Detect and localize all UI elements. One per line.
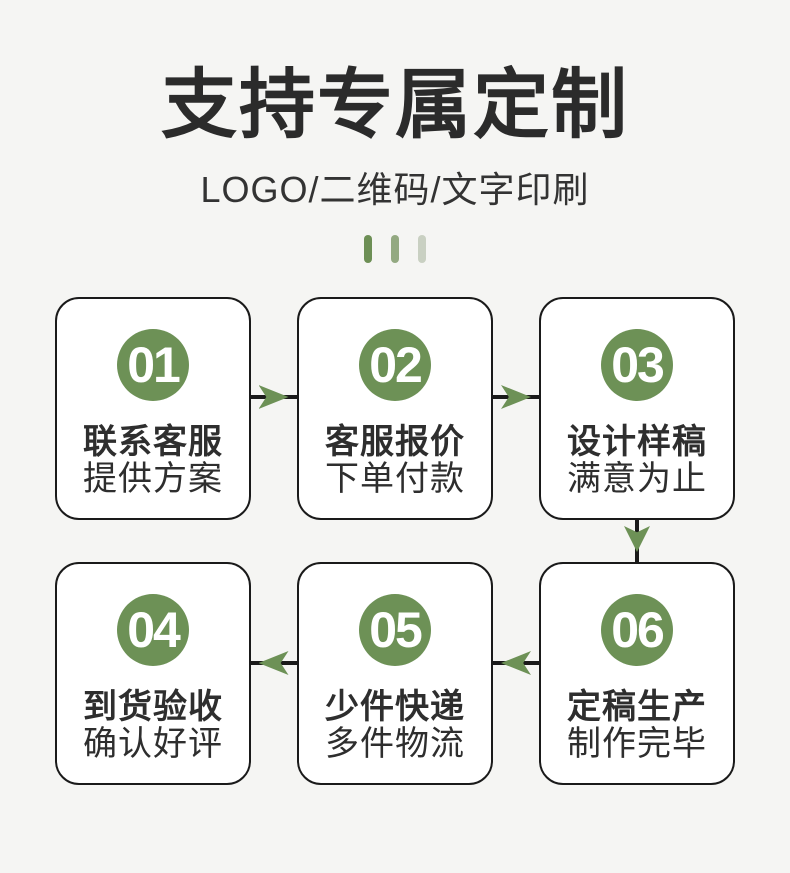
decor-bars <box>0 235 790 263</box>
step-line2: 提供方案 <box>83 460 223 498</box>
decor-bar-icon <box>418 235 426 263</box>
flow-arrow-02-03 <box>493 385 539 409</box>
step-text: 少件快递 多件物流 <box>299 689 491 763</box>
step-line1: 定稿生产 <box>567 688 707 726</box>
decor-bar-icon <box>364 235 372 263</box>
step-text: 联系客服 提供方案 <box>57 424 249 498</box>
step-number-badge: 01 <box>117 329 189 401</box>
step-text: 到货验收 确认好评 <box>57 689 249 763</box>
step-line1: 到货验收 <box>83 688 223 726</box>
step-card-02: 02 客服报价 下单付款 <box>297 297 493 520</box>
step-line1: 设计样稿 <box>567 423 707 461</box>
step-line2: 满意为止 <box>567 460 707 498</box>
flow-arrow-06-05 <box>493 651 539 675</box>
step-text: 客服报价 下单付款 <box>299 424 491 498</box>
step-text: 定稿生产 制作完毕 <box>541 689 733 763</box>
step-number-badge: 04 <box>117 594 189 666</box>
step-card-04: 04 到货验收 确认好评 <box>55 562 251 785</box>
step-line2: 制作完毕 <box>567 725 707 763</box>
page-subtitle: LOGO/二维码/文字印刷 <box>200 169 590 210</box>
step-line1: 客服报价 <box>325 423 465 461</box>
step-line2: 多件物流 <box>325 725 465 763</box>
step-number-badge: 06 <box>601 594 673 666</box>
page-title: 支持专属定制 <box>161 63 629 148</box>
step-text: 设计样稿 满意为止 <box>541 424 733 498</box>
step-line2: 下单付款 <box>325 460 465 498</box>
step-card-01: 01 联系客服 提供方案 <box>55 297 251 520</box>
flow-arrow-03-06 <box>621 520 653 562</box>
flow-arrow-01-02 <box>250 385 297 409</box>
step-line1: 少件快递 <box>325 688 465 726</box>
flow-arrow-05-04 <box>250 651 297 675</box>
step-card-06: 06 定稿生产 制作完毕 <box>539 562 735 785</box>
step-number-badge: 02 <box>359 329 431 401</box>
step-card-05: 05 少件快递 多件物流 <box>297 562 493 785</box>
step-line2: 确认好评 <box>83 725 223 763</box>
decor-bar-icon <box>391 235 399 263</box>
step-line1: 联系客服 <box>83 423 223 461</box>
step-card-03: 03 设计样稿 满意为止 <box>539 297 735 520</box>
step-number-badge: 03 <box>601 329 673 401</box>
step-number-badge: 05 <box>359 594 431 666</box>
